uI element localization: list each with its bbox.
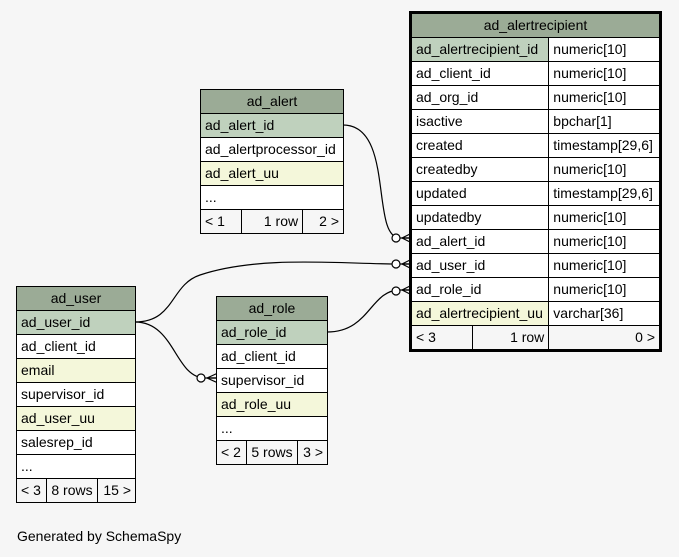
table-title[interactable]: ad_alert — [200, 89, 344, 114]
column-name: updated — [409, 181, 550, 206]
column-type: bpchar[1] — [548, 109, 661, 134]
column-type: numeric[10] — [548, 253, 661, 278]
parents-link[interactable]: < 1 — [200, 209, 242, 234]
parents-link[interactable]: < 2 — [216, 440, 247, 465]
column-name: ad_alertprocessor_id — [200, 137, 344, 162]
column-type: numeric[10] — [548, 61, 661, 86]
edge-supervisor-optional-circle — [196, 373, 206, 383]
column-name: ad_role_uu — [216, 392, 328, 417]
column-name: updatedby — [409, 205, 550, 230]
edge-ad-role-optional-circle — [391, 286, 401, 296]
more-columns: ... — [216, 416, 328, 441]
column-type: numeric[10] — [548, 157, 661, 182]
column-type: timestamp[29,6] — [548, 133, 661, 158]
table-ad-role[interactable]: ad_role ad_role_id ad_client_id supervis… — [216, 296, 328, 465]
column-type: numeric[10] — [548, 277, 661, 302]
generated-by-credit: Generated by SchemaSpy — [17, 528, 182, 544]
edge-ad-user-to-alertrecipient — [134, 261, 412, 323]
more-columns: ... — [200, 185, 344, 210]
column-name: ad_alert_uu — [200, 161, 344, 186]
column-name: supervisor_id — [216, 368, 328, 393]
column-name: ad_alert_id — [409, 229, 550, 254]
column-name: email — [16, 358, 136, 383]
edge-ad-alert-optional-circle — [391, 233, 401, 243]
row-count: 5 rows — [245, 440, 299, 465]
children-link[interactable]: 15 > — [97, 478, 136, 503]
edge-ad-user-to-role-supervisor — [134, 321, 218, 379]
column-name: ad_client_id — [409, 61, 550, 86]
column-name: ad_role_id — [409, 277, 550, 302]
edge-ad-role-to-alertrecipient — [326, 289, 412, 333]
column-name: ad_alert_id — [200, 113, 344, 138]
parents-link[interactable]: < 3 — [410, 325, 473, 351]
column-name: supervisor_id — [16, 382, 136, 407]
row-count: 1 row — [471, 325, 550, 351]
children-link[interactable]: 2 > — [302, 209, 344, 234]
column-type: numeric[10] — [548, 37, 661, 62]
table-ad-alertrecipient[interactable]: ad_alertrecipient ad_alertrecipient_id n… — [409, 11, 662, 352]
column-name: ad_alertrecipient_uu — [409, 301, 550, 326]
table-ad-user[interactable]: ad_user ad_user_id ad_client_id email su… — [16, 286, 136, 503]
column-type: numeric[10] — [548, 205, 661, 230]
column-name: ad_user_id — [409, 253, 550, 278]
column-name: created — [409, 133, 550, 158]
table-title[interactable]: ad_role — [216, 296, 328, 321]
column-name: salesrep_id — [16, 430, 136, 455]
column-name: isactive — [409, 109, 550, 134]
column-name: ad_client_id — [16, 334, 136, 359]
children-link[interactable]: 3 > — [297, 440, 328, 465]
column-name: ad_user_uu — [16, 406, 136, 431]
column-type: numeric[10] — [548, 85, 661, 110]
column-name: createdby — [409, 157, 550, 182]
column-name: ad_alertrecipient_id — [409, 37, 550, 62]
row-count: 1 row — [240, 209, 304, 234]
table-title[interactable]: ad_user — [16, 286, 136, 311]
column-type: timestamp[29,6] — [548, 181, 661, 206]
column-type: varchar[36] — [548, 301, 661, 326]
column-name: ad_user_id — [16, 310, 136, 335]
more-columns: ... — [16, 454, 136, 479]
column-name: ad_role_id — [216, 320, 328, 345]
edge-ad-alert-to-alertrecipient — [342, 124, 412, 239]
row-count: 8 rows — [45, 478, 99, 503]
children-link[interactable]: 0 > — [548, 325, 661, 351]
column-name: ad_org_id — [409, 85, 550, 110]
table-ad-alert[interactable]: ad_alert ad_alert_id ad_alertprocessor_i… — [200, 89, 344, 234]
column-name: ad_client_id — [216, 344, 328, 369]
parents-link[interactable]: < 3 — [16, 478, 47, 503]
table-title[interactable]: ad_alertrecipient — [410, 12, 661, 38]
column-type: numeric[10] — [548, 229, 661, 254]
edge-ad-user-optional-circle — [391, 259, 401, 269]
